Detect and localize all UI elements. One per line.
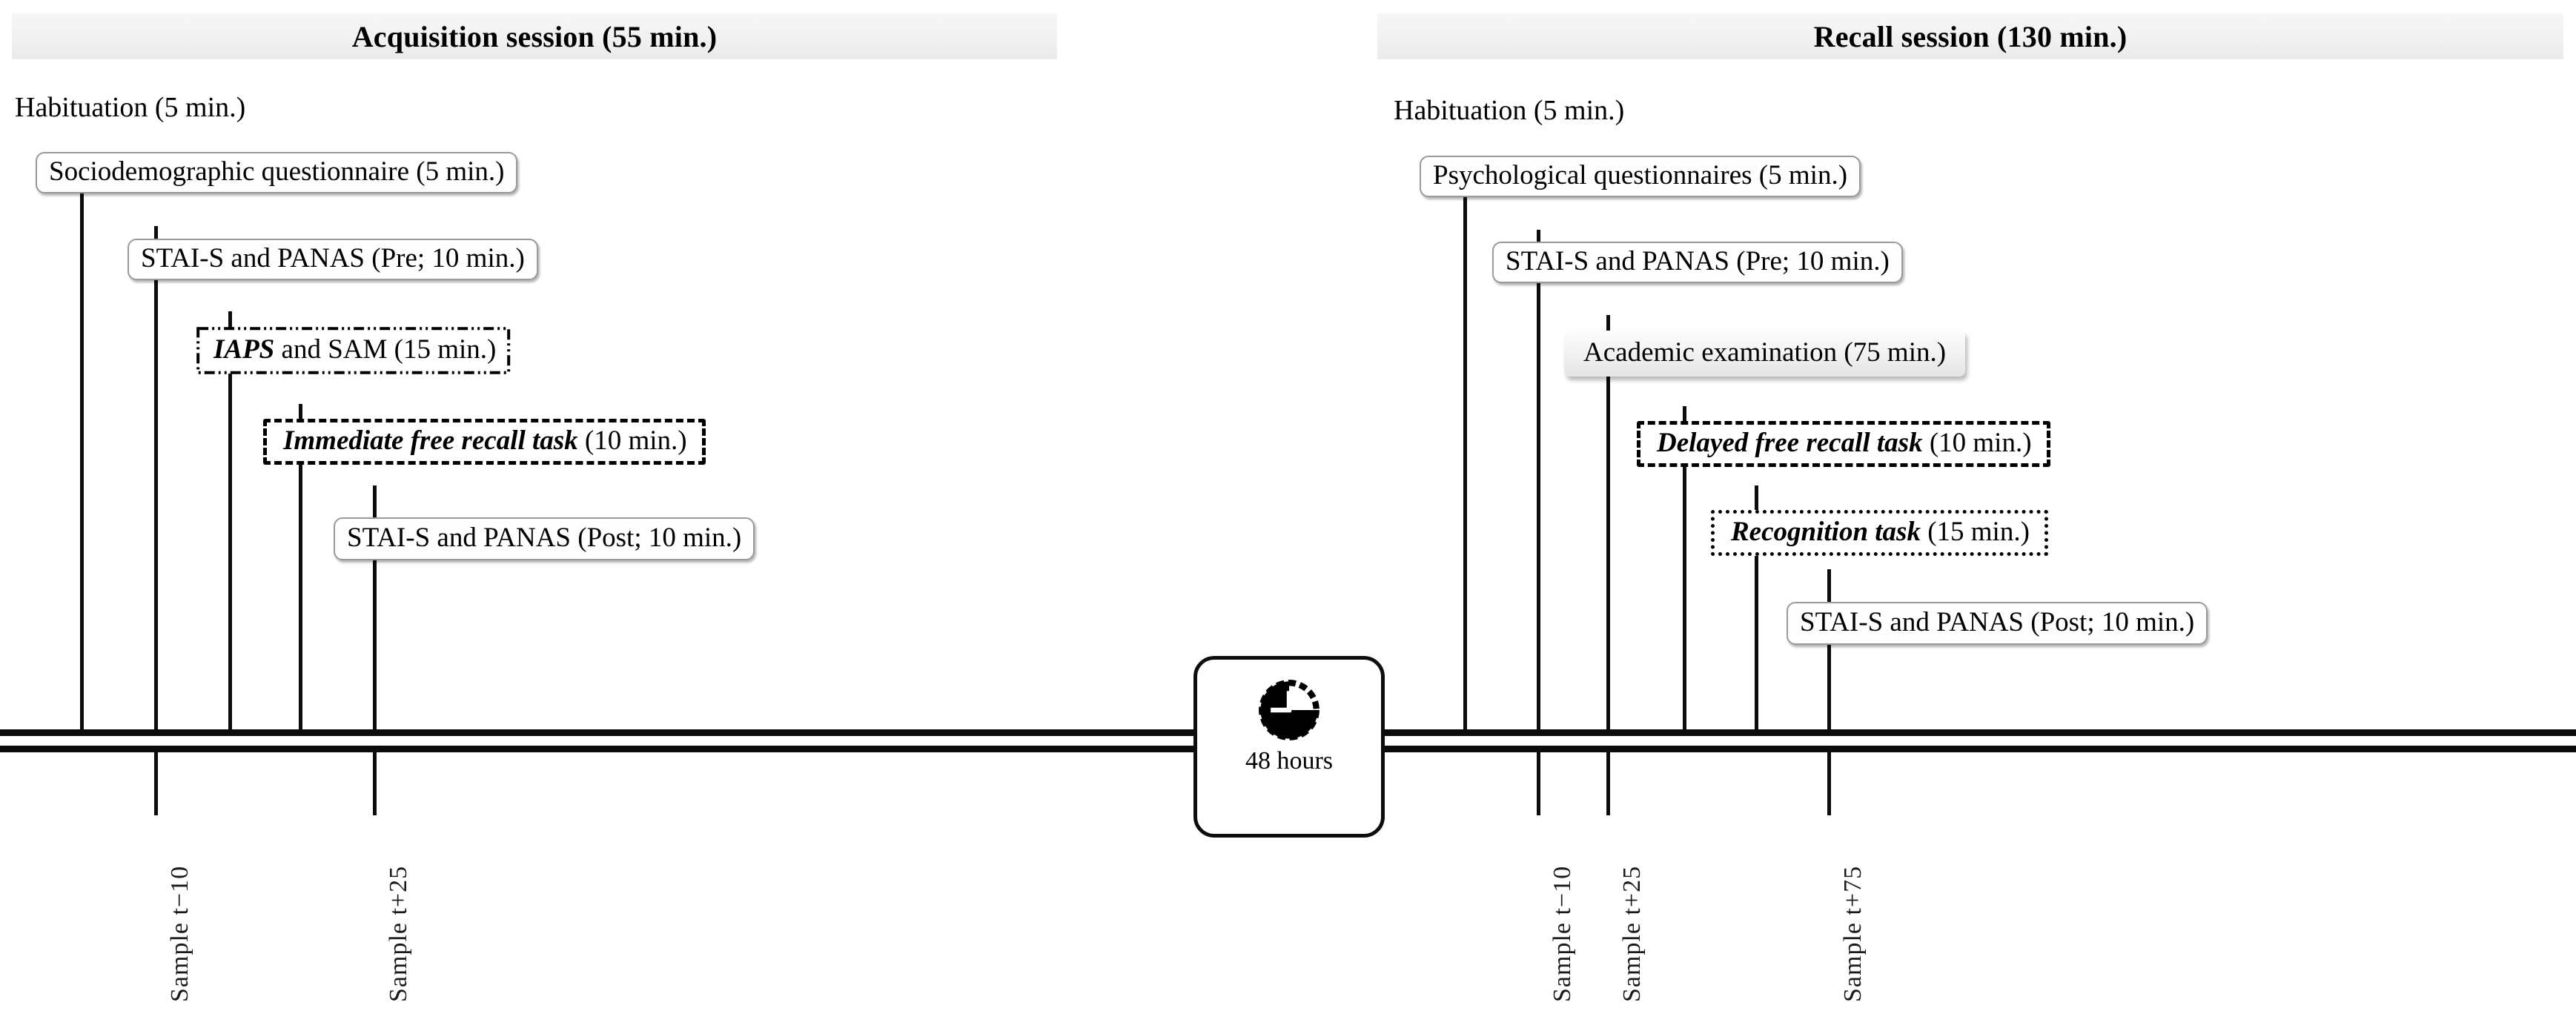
sample-tick-rec-1 [1537,747,1540,815]
sample-tick-acq-1 [154,747,158,815]
event-box-academic-examination[interactable]: Academic examination (75 min.) [1564,331,1966,377]
connector-line-rec-6 [1827,569,1831,735]
sample-tick-rec-2 [1606,747,1610,815]
connector-line-rec-1 [1463,174,1467,735]
event-label: Delayed free recall task (10 min.) [1657,429,2032,457]
event-label: Sociodemographic questionnaire (5 min.) [49,156,505,187]
event-label: Psychological questionnaires (5 min.) [1433,160,1848,190]
sample-label-rec-t-plus-25: Sample t+25 [1618,865,1646,1002]
event-box-psychological-questionnaires[interactable]: Psychological questionnaires (5 min.) [1420,156,1861,197]
event-label: Academic examination (75 min.) [1583,337,1947,368]
session-title-acquisition: Acquisition session (55 min.) [351,19,718,53]
connector-line-rec-4 [1683,406,1686,735]
event-box-recognition-task[interactable]: Recognition task (15 min.) [1711,510,2048,556]
connector-line-rec-2 [1537,230,1540,735]
event-label-emphasis: Delayed free recall task [1657,428,1923,458]
event-box-stai-panas-post-acquisition[interactable]: STAI-S and PANAS (Post; 10 min.) [334,517,755,560]
event-box-stai-panas-post-recall[interactable]: STAI-S and PANAS (Post; 10 min.) [1787,602,2208,645]
event-label-emphasis: Immediate free recall task [283,425,578,456]
clock-icon [1259,680,1320,740]
connector-line-rec-5 [1755,485,1758,735]
session-header-recall: Recall session (130 min.) [1377,13,2563,59]
gap-label: 48 hours [1245,747,1334,775]
event-box-immediate-free-recall[interactable]: Immediate free recall task (10 min.) [263,419,706,465]
connector-line-acq-5 [373,485,377,735]
connector-line-acq-1 [80,170,84,735]
event-label: IAPS and SAM (15 min.) [213,336,496,363]
event-box-sociodemographic-questionnaire[interactable]: Sociodemographic questionnaire (5 min.) [36,152,518,193]
event-box-stai-panas-pre-acquisition[interactable]: STAI-S and PANAS (Pre; 10 min.) [128,239,538,280]
connector-line-rec-3 [1606,315,1610,735]
event-label-rest: (10 min.) [577,425,687,456]
sample-label-rec-t-minus-10: Sample t−10 [1549,865,1576,1002]
event-label: STAI-S and PANAS (Pre; 10 min.) [1506,246,1890,276]
session-header-acquisition: Acquisition session (55 min.) [12,13,1057,59]
connector-line-acq-3 [228,311,232,735]
sample-label-acq-t-plus-25: Sample t+25 [385,865,412,1002]
event-label: STAI-S and PANAS (Post; 10 min.) [347,523,742,553]
event-box-iaps-sam[interactable]: IAPS and SAM (15 min.) [194,328,512,374]
sample-label-acq-t-minus-10: Sample t−10 [166,865,193,1002]
sample-tick-acq-2 [373,747,377,815]
habituation-label-recall: Habituation (5 min.) [1394,95,1625,126]
connector-line-acq-2 [154,226,158,735]
event-label-emphasis: Recognition task [1731,517,1921,547]
connector-line-acq-4 [299,404,302,735]
event-box-stai-panas-pre-recall[interactable]: STAI-S and PANAS (Pre; 10 min.) [1492,242,1903,283]
event-label: Recognition task (15 min.) [1731,518,2030,546]
event-label-rest: (15 min.) [1920,517,2030,547]
event-label-rest: (10 min.) [1922,428,2032,458]
event-label: Immediate free recall task (10 min.) [283,427,687,454]
event-label: STAI-S and PANAS (Pre; 10 min.) [141,243,525,274]
habituation-label-acquisition: Habituation (5 min.) [15,92,246,123]
sample-tick-rec-3 [1827,747,1831,815]
sample-label-rec-t-plus-75: Sample t+75 [1839,865,1867,1002]
event-box-delayed-free-recall[interactable]: Delayed free recall task (10 min.) [1637,421,2050,467]
event-label-emphasis: IAPS [213,334,275,365]
session-title-recall: Recall session (130 min.) [1813,19,2128,53]
event-label-rest: and SAM (15 min.) [274,334,497,365]
gap-badge-48-hours: 48 hours [1193,656,1385,838]
event-label: STAI-S and PANAS (Post; 10 min.) [1800,607,2195,637]
